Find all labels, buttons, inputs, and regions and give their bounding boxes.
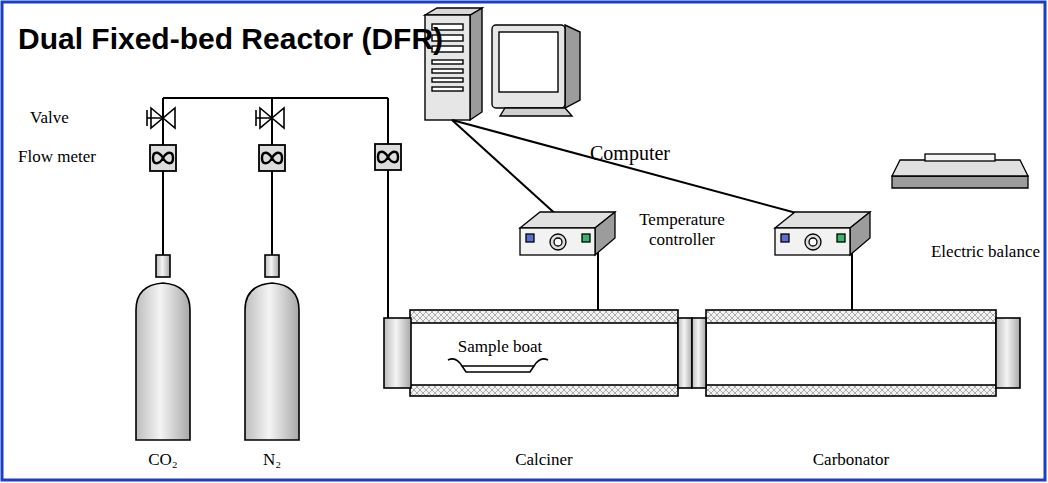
sample-boat-label: Sample boat	[458, 337, 543, 357]
tube-end-caps	[384, 318, 1020, 388]
sample-boat-base	[462, 366, 534, 372]
flow-meters	[150, 144, 401, 171]
calciner-furnace	[410, 310, 678, 396]
diagram-title: Dual Fixed-bed Reactor (DFR)	[18, 22, 443, 57]
valve-label: Valve	[30, 108, 69, 128]
flow-meter-label: Flow meter	[18, 147, 96, 167]
gas-cylinder-label: CO₂	[148, 450, 178, 470]
electric-balance-label: Electric balance	[931, 242, 1040, 262]
sample-boat	[448, 359, 548, 366]
gas-cylinders	[136, 255, 299, 440]
calciner-label: Calciner	[515, 450, 573, 470]
carbonator-label: Carbonator	[813, 450, 889, 470]
gas-cylinder-label: N₂	[263, 450, 281, 470]
computer-monitor	[492, 25, 580, 116]
temperature-controller-label: Temperature controller	[622, 210, 742, 249]
electric-balance	[892, 154, 1028, 188]
carbonator-furnace	[706, 310, 996, 396]
valves	[147, 108, 284, 128]
computer-label: Computer	[590, 142, 670, 165]
